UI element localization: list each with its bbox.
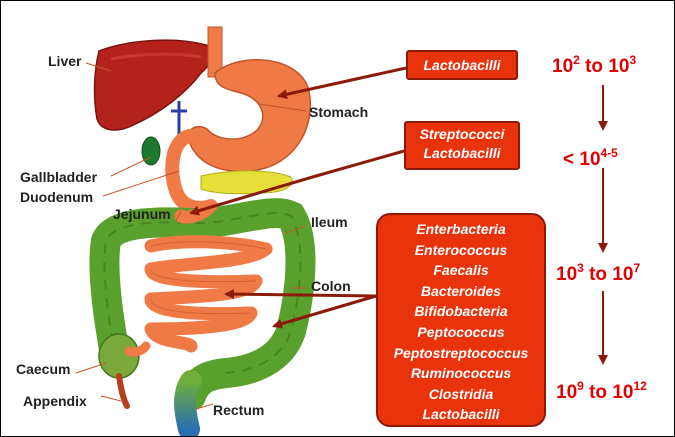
arrow-to-small-intestine bbox=[226, 294, 376, 296]
colon-label: Colon bbox=[311, 278, 351, 294]
duodenum-label: Duodenum bbox=[20, 189, 93, 205]
bacteria-name: Enterbacteria bbox=[378, 219, 544, 240]
bacteria-name: Enterococcus bbox=[378, 240, 544, 261]
colon-bacteria-box: Enterbacteria Enterococcus Faecalis Bact… bbox=[376, 213, 546, 427]
stomach-shape bbox=[188, 60, 310, 172]
stomach-bacteria-box: Lactobacilli bbox=[406, 50, 518, 80]
rectum-shape bbox=[185, 381, 191, 429]
appendix-shape bbox=[119, 376, 127, 406]
ileum-label: Ileum bbox=[311, 214, 348, 230]
bacteria-name: Peptococcus bbox=[378, 322, 544, 343]
bacteria-name: Lactobacilli bbox=[408, 52, 516, 78]
bacteria-name: Ruminococcus bbox=[378, 363, 544, 384]
bacteria-name: Lactobacilli bbox=[378, 404, 544, 425]
small-intestine-bacteria-box: Streptococci Lactobacilli bbox=[404, 121, 520, 170]
bacteria-name: Streptococci bbox=[406, 125, 518, 144]
gallbladder-shape bbox=[142, 137, 160, 165]
jejunum-label: Jejunum bbox=[113, 206, 171, 222]
caecum-label: Caecum bbox=[16, 361, 70, 377]
rectum-label: Rectum bbox=[213, 402, 264, 418]
count-ileum: 103 to 107 bbox=[556, 261, 640, 286]
bacteria-name: Lactobacilli bbox=[406, 144, 518, 163]
appendix-label: Appendix bbox=[23, 393, 87, 409]
count-colon: 109 to 1012 bbox=[556, 379, 647, 404]
count-jejunum: < 104-5 bbox=[563, 146, 618, 171]
liver-label: Liver bbox=[48, 53, 81, 69]
bacteria-name: Faecalis bbox=[378, 260, 544, 281]
bacteria-name: Bacteroides bbox=[378, 281, 544, 302]
bacteria-name: Peptostreptococcus bbox=[378, 343, 544, 364]
pancreas-shape bbox=[201, 171, 292, 194]
stomach-label: Stomach bbox=[309, 104, 368, 120]
bacteria-name: Bifidobacteria bbox=[378, 301, 544, 322]
count-stomach: 102 to 103 bbox=[552, 53, 636, 78]
bacteria-name: Clostridia bbox=[378, 384, 544, 405]
gallbladder-label: Gallbladder bbox=[20, 169, 97, 185]
